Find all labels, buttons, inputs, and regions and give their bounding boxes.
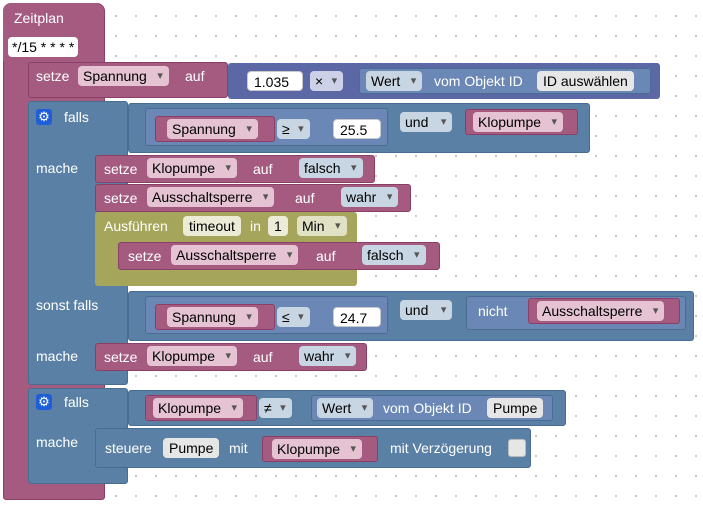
to-label: auf (253, 349, 273, 365)
bool-dropdown[interactable]: wahr (341, 187, 399, 207)
timeout-name-field[interactable]: timeout (183, 216, 241, 236)
object-field[interactable]: Pumpe (163, 438, 220, 458)
do-label: mache (36, 160, 79, 176)
var-dropdown[interactable]: Klopumpe (272, 439, 363, 459)
cron-field[interactable]: */15 * * * * (8, 37, 79, 57)
bool-dropdown[interactable]: falsch (362, 245, 426, 265)
set-label: setze (104, 161, 138, 177)
to-label: auf (185, 68, 205, 84)
set-label: setze (104, 190, 138, 206)
operator-dropdown[interactable]: × (310, 71, 344, 91)
unit-dropdown[interactable]: Min (297, 216, 347, 236)
if-label: falls (64, 109, 89, 125)
execute-label: Ausführen (104, 218, 168, 234)
set-label: setze (128, 248, 162, 264)
set-label: setze (104, 349, 138, 365)
var-dropdown[interactable]: Ausschaltsperre (537, 301, 665, 321)
not-label: nicht (478, 303, 508, 319)
and-dropdown[interactable]: und (400, 300, 453, 320)
var-dropdown[interactable]: Klopumpe (473, 112, 564, 132)
var-dropdown[interactable]: Klopumpe (153, 398, 244, 418)
var-dropdown[interactable]: Klopumpe (147, 158, 238, 178)
number-input[interactable]: 1.035 (247, 71, 303, 91)
var-dropdown[interactable]: Ausschaltsperre (171, 245, 299, 265)
timeout-number[interactable]: 1 (268, 216, 288, 236)
var-dropdown[interactable]: Spannung (78, 66, 169, 86)
delay-checkbox[interactable] (508, 439, 526, 457)
var-dropdown[interactable]: Spannung (167, 119, 258, 139)
else-if-label: sonst falls (36, 297, 99, 313)
var-dropdown[interactable]: Klopumpe (147, 346, 238, 366)
bool-dropdown[interactable]: wahr (299, 346, 357, 366)
var-dropdown[interactable]: Ausschaltsperre (147, 187, 275, 207)
object-id-field[interactable]: Pumpe (487, 398, 544, 418)
delay-label: mit Verzögerung (390, 440, 492, 456)
to-label: auf (316, 248, 336, 264)
to-label: auf (253, 161, 273, 177)
do-label: mache (36, 434, 79, 450)
control-label: steuere (105, 440, 152, 456)
object-id-field[interactable]: ID auswählen (537, 71, 634, 91)
attr-dropdown[interactable]: Wert (366, 71, 423, 91)
set-label: setze (36, 68, 70, 84)
number-input[interactable]: 24.7 (333, 307, 381, 327)
if-label: falls (64, 394, 89, 410)
var-dropdown[interactable]: Spannung (167, 307, 258, 327)
in-label: in (250, 218, 261, 234)
attr-dropdown[interactable]: Wert (317, 398, 374, 418)
do-label-2: mache (36, 348, 79, 364)
bool-dropdown[interactable]: falsch (299, 158, 363, 178)
object-id-label: vom Objekt ID (383, 400, 472, 416)
operator-dropdown[interactable]: ≥ (277, 119, 310, 139)
operator-dropdown[interactable]: ≤ (277, 307, 310, 327)
object-id-label: vom Objekt ID (434, 73, 523, 89)
and-dropdown[interactable]: und (400, 112, 453, 132)
gear-icon[interactable]: ⚙ (36, 109, 52, 125)
to-label: auf (295, 190, 315, 206)
number-input[interactable]: 25.5 (333, 119, 381, 139)
with-label: mit (229, 440, 248, 456)
operator-dropdown[interactable]: ≠ (259, 398, 292, 418)
schedule-title: Zeitplan (14, 10, 64, 26)
gear-icon[interactable]: ⚙ (36, 394, 52, 410)
